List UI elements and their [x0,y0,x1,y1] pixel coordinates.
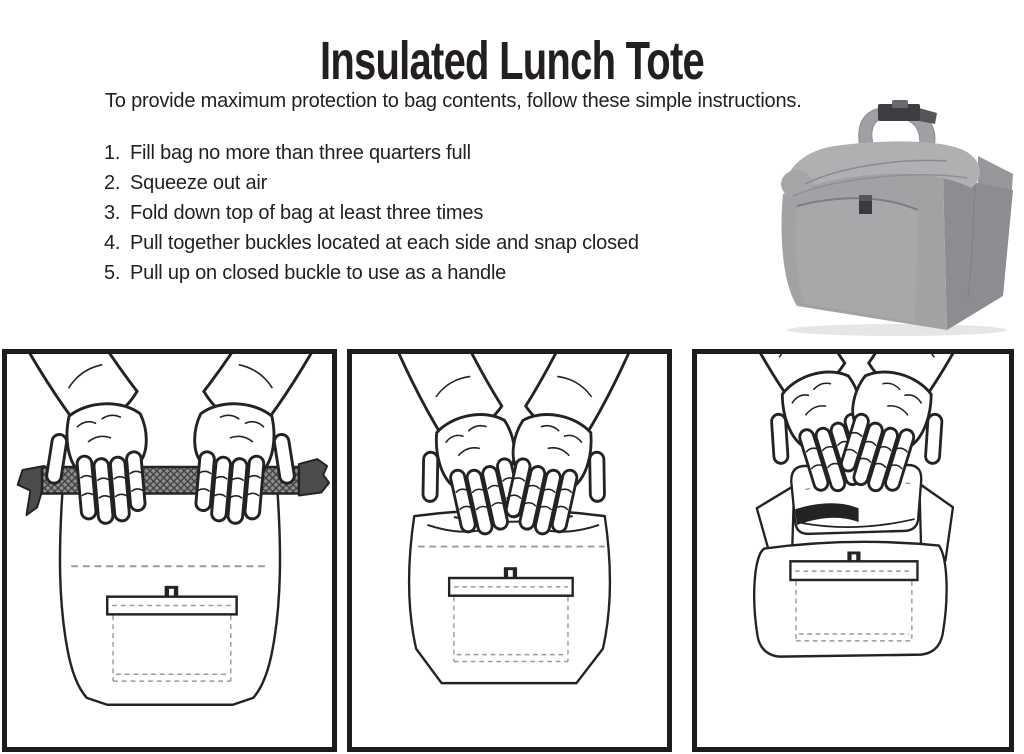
figure-panel-2 [347,349,672,752]
panel2-illustration [352,354,667,685]
product-photo [775,98,1020,336]
step-text: Squeeze out air [130,172,268,194]
step-text: Fold down top of bag at least three time… [130,202,484,224]
step-item: 5. Pull up on closed buckle to use as a … [104,258,639,288]
step-number: 1. [104,142,121,164]
step-text: Pull together buckles located at each si… [130,232,639,254]
step-item: 4. Pull together buckles located at each… [104,228,639,258]
step-number: 2. [104,172,121,194]
step-text: Pull up on closed buckle to use as a han… [130,262,507,284]
step-text: Fill bag no more than three quarters ful… [130,142,471,164]
panel3-illustration [697,354,1009,658]
step-item: 3. Fold down top of bag at least three t… [104,198,639,228]
step-item: 1. Fill bag no more than three quarters … [104,138,639,168]
step-number: 5. [104,262,121,284]
step-number: 4. [104,232,121,254]
figure-panel-1 [2,349,337,752]
step-item: 2. Squeeze out air [104,168,639,198]
panel1-illustration [7,354,332,706]
intro-text: To provide maximum protection to bag con… [105,90,802,112]
figure-panel-3 [692,349,1014,752]
instruction-list: 1. Fill bag no more than three quarters … [104,138,639,288]
lunch-tote-photo-image [781,100,1013,336]
page-title: Insulated Lunch Tote [319,31,705,92]
step-number: 3. [104,202,121,224]
